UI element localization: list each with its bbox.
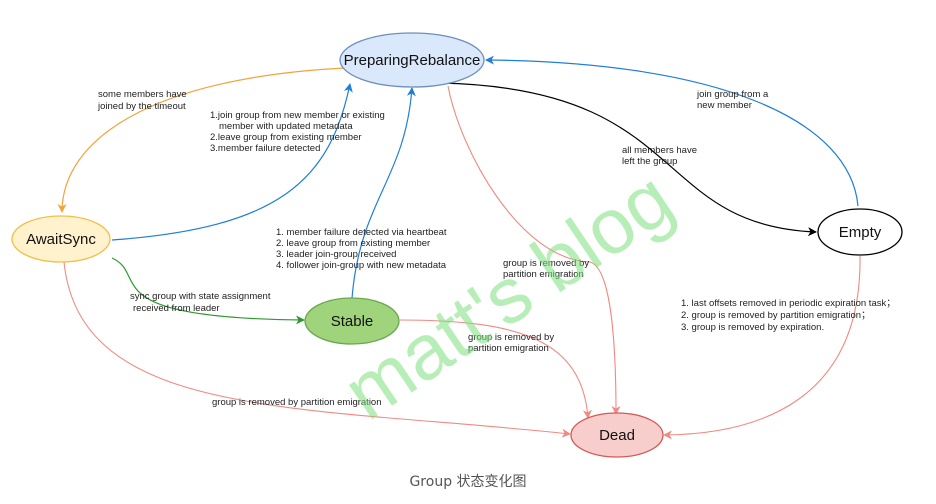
label-await-to-prep: 1.join group from new member or existing…: [210, 110, 387, 154]
state-label-preparing-rebalance: PreparingRebalance: [344, 52, 481, 69]
state-await-sync: AwaitSync: [11, 215, 111, 263]
label-prep-to-empty: all members have left the group: [622, 145, 700, 167]
state-dead: Dead: [570, 412, 664, 458]
state-stable: Stable: [304, 297, 400, 345]
edge-prep-to-await: [57, 67, 346, 213]
label-empty-to-prep: join group from a new member: [696, 89, 771, 111]
label-stable-to-prep: 1. member failure detected via heartbeat…: [276, 227, 449, 271]
label-await-from-prep: some members have joined by the timeout: [97, 89, 189, 112]
edge-prep-to-dead: [447, 85, 621, 415]
label-await-to-stable: sync group with state assignment receive…: [130, 291, 273, 314]
state-label-empty: Empty: [839, 224, 882, 241]
edge-stable-to-dead: [399, 319, 592, 419]
state-label-await-sync: AwaitSync: [26, 231, 96, 248]
label-empty-to-dead: 1. last offsets removed in periodic expi…: [681, 298, 898, 333]
state-empty: Empty: [817, 208, 903, 256]
label-prep-to-dead: group is removed by partition emigration: [503, 258, 592, 280]
edge-await-to-stable: [111, 257, 305, 325]
label-await-to-dead: group is removed by partition emigration: [212, 397, 382, 408]
state-label-dead: Dead: [599, 427, 635, 444]
figure-caption: Group 状态变化图: [409, 474, 527, 490]
edge-await-to-prep: [111, 83, 353, 241]
edge-prep-to-empty: [439, 82, 817, 237]
edge-empty-to-prep: [485, 55, 859, 207]
state-label-stable: Stable: [331, 313, 374, 330]
edge-stable-to-prep: [351, 87, 416, 299]
watermark: matt's blog: [328, 154, 688, 437]
label-stable-to-dead: group is removed by partition emigration: [468, 332, 557, 354]
edge-empty-to-dead: [663, 255, 861, 440]
state-preparing-rebalance: PreparingRebalance: [339, 32, 485, 88]
edge-await-to-dead: [63, 261, 571, 438]
